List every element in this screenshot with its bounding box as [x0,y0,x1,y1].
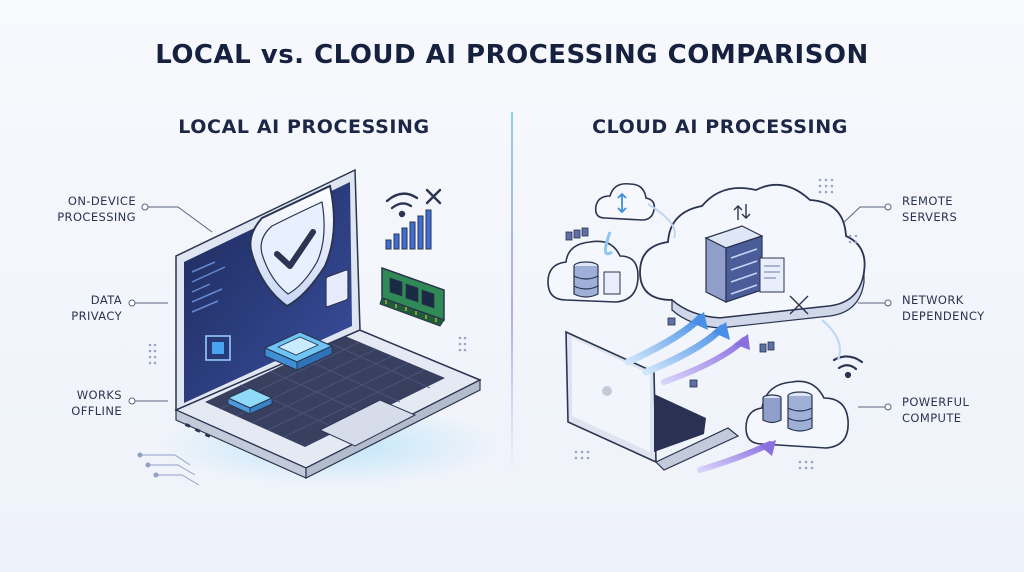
screen-chip-icon [205,335,231,361]
right-connector-lines [837,203,892,411]
cloud-heading: CLOUD AI PROCESSING [592,116,848,138]
cloud-server-icon [639,183,866,329]
label-on-device-processing: ON-DEVICE PROCESSING [57,194,136,224]
local-heading: LOCAL AI PROCESSING [178,116,430,138]
data-blocks [565,227,775,388]
shield-check-icon [249,184,335,308]
diagram-title: LOCAL vs. CLOUD AI PROCESSING COMPARISON [155,40,869,70]
ram-chip-icon [379,266,445,327]
label-powerful-compute: POWERFUL COMPUTE [902,395,970,425]
wifi-icon [832,355,864,379]
cpu-chip-small-icon [226,387,274,415]
laptop-icon [565,330,740,471]
right-dot-grids [574,178,858,470]
label-data-privacy: DATA PRIVACY [71,293,122,323]
label-network-dependency: NETWORK DEPENDENCY [902,293,985,323]
label-works-offline: WORKS OFFLINE [71,388,122,418]
database-cloud-left-icon [547,240,639,303]
sync-cloud-icon [594,182,656,221]
center-divider [511,112,513,472]
document-panel [325,269,349,308]
signal-bars-icon [385,209,432,250]
upload-arrows-icon [604,203,841,473]
wifi-off-icon [385,188,442,218]
left-connector-lines [128,203,213,405]
cpu-chip-icon [263,331,334,371]
circuit-traces [137,452,200,486]
left-dot-grids [148,336,467,365]
label-remote-servers: REMOTE SERVERS [902,194,958,224]
database-cloud-right-icon [745,380,849,449]
